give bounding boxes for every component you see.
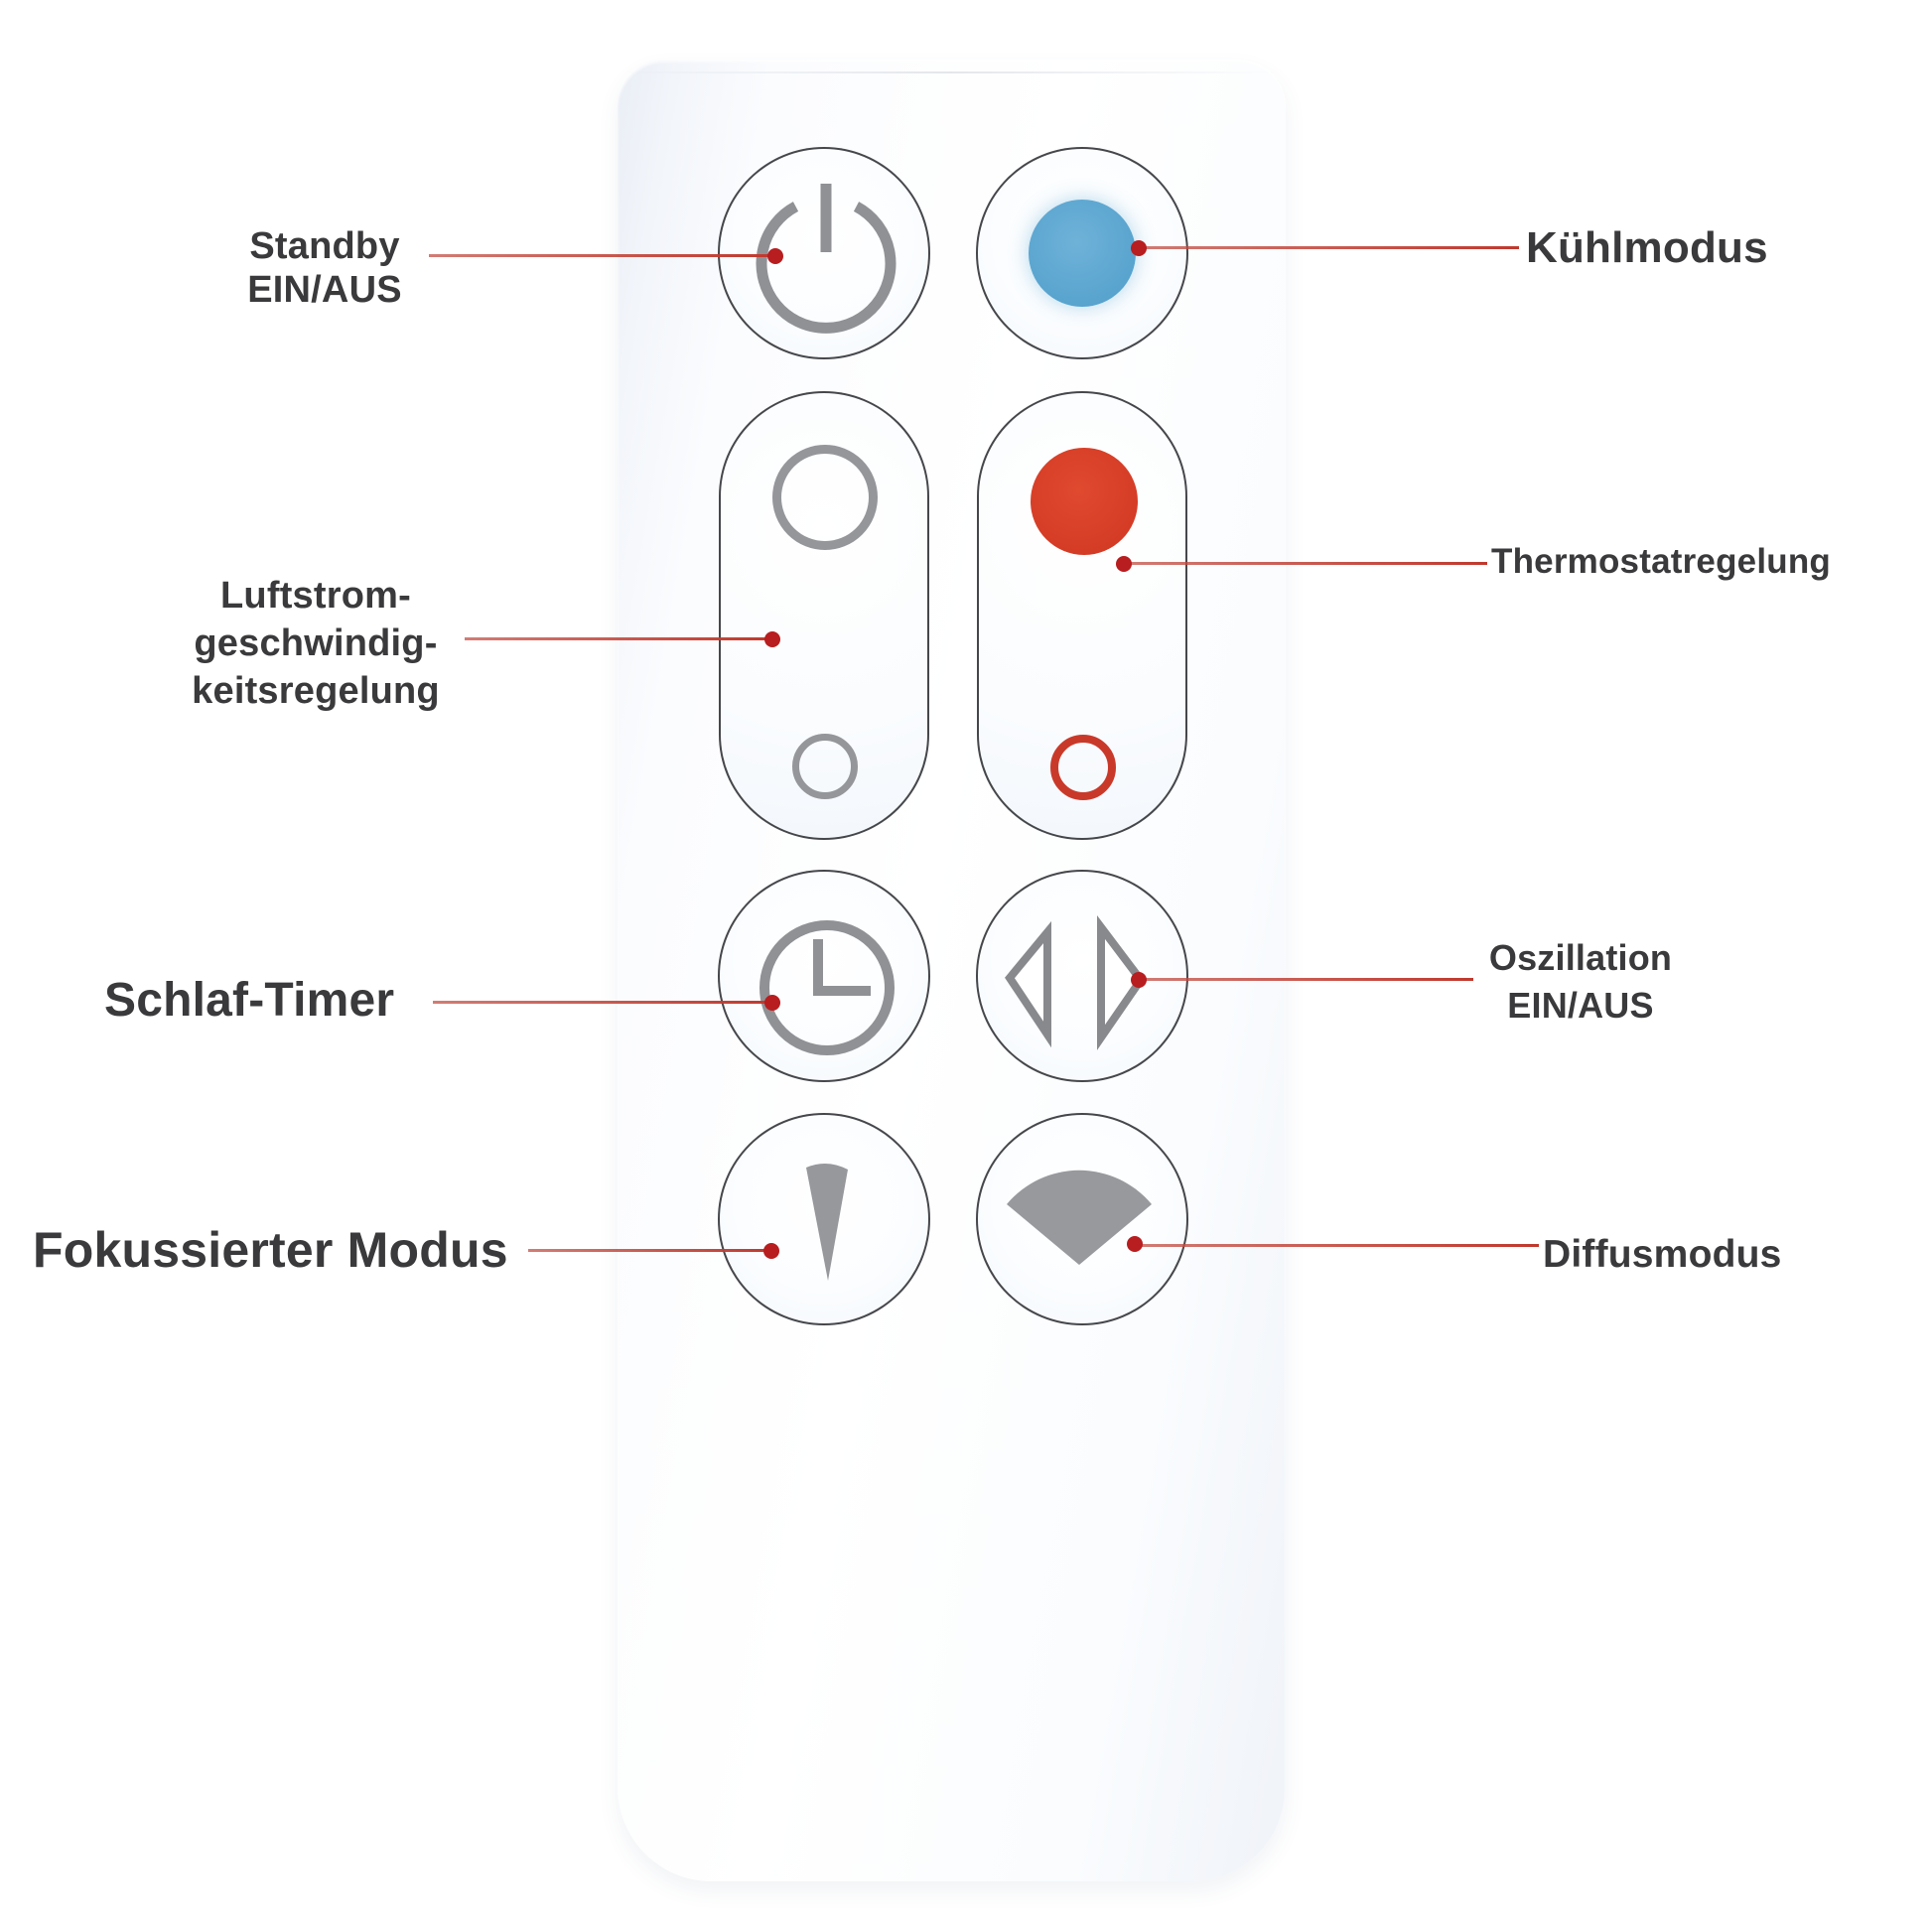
cool-mode-button[interactable] [976, 147, 1188, 359]
large-ring-icon [772, 445, 878, 550]
diffuse-pointer-dot [1127, 1236, 1143, 1252]
cool-pointer-line [1138, 246, 1519, 249]
standby-label: Standby EIN/AUS [220, 224, 429, 312]
power-button[interactable] [718, 147, 930, 359]
thermostat-pointer-line [1124, 562, 1487, 565]
focused-mode-button[interactable] [718, 1113, 930, 1325]
oscillation-label-line1: Oszillation [1488, 937, 1673, 978]
wide-fan-icon [1007, 1170, 1152, 1265]
red-dot-icon [1031, 448, 1138, 555]
diffuse-mode-button[interactable] [976, 1113, 1188, 1325]
focused-mode-label: Fokussierter Modus [33, 1222, 508, 1278]
small-ring-icon [792, 734, 858, 799]
focused-pointer-dot [763, 1243, 779, 1259]
cool-mode-label: Kühlmodus [1526, 223, 1768, 272]
sleep-pointer-line [433, 1001, 772, 1004]
thermostat-label: Thermostatregelung [1491, 542, 1831, 581]
oscillation-pointer-line [1138, 978, 1473, 981]
cool-pointer-dot [1131, 240, 1147, 256]
airflow-label-line3: keitsregelung [192, 670, 440, 712]
oscillation-pointer-dot [1131, 972, 1147, 988]
diffuse-mode-label: Diffusmodus [1543, 1233, 1782, 1276]
airflow-speed-control[interactable] [719, 391, 929, 840]
airflow-label-line1: Luftstrom- [220, 575, 411, 617]
power-icon [756, 184, 897, 334]
red-ring-icon [1050, 735, 1116, 800]
airflow-label: Luftstrom- geschwindig- keitsregelung [169, 572, 463, 715]
left-right-triangles-icon [1005, 915, 1146, 1050]
blue-dot-icon [1029, 200, 1136, 307]
thermostat-control[interactable] [977, 391, 1187, 840]
focused-pointer-line [528, 1249, 771, 1252]
airflow-label-line2: geschwindig- [194, 622, 438, 664]
standby-pointer-dot [767, 248, 783, 264]
standby-label-line2: EIN/AUS [247, 269, 402, 311]
sleep-timer-button[interactable] [718, 870, 930, 1082]
oscillation-label: Oszillation EIN/AUS [1442, 934, 1720, 1030]
standby-label-line1: Standby [249, 225, 400, 267]
thermostat-pointer-dot [1116, 556, 1132, 572]
diffuse-pointer-line [1135, 1244, 1539, 1247]
oscillation-button[interactable] [976, 870, 1188, 1082]
sleep-pointer-dot [764, 995, 780, 1011]
airflow-pointer-dot [764, 631, 780, 647]
narrow-jet-icon [806, 1163, 848, 1281]
clock-icon [759, 920, 895, 1055]
sleep-timer-label: Schlaf-Timer [104, 974, 395, 1027]
oscillation-label-line2: EIN/AUS [1507, 985, 1654, 1026]
standby-pointer-line [429, 254, 776, 257]
airflow-pointer-line [465, 637, 772, 640]
